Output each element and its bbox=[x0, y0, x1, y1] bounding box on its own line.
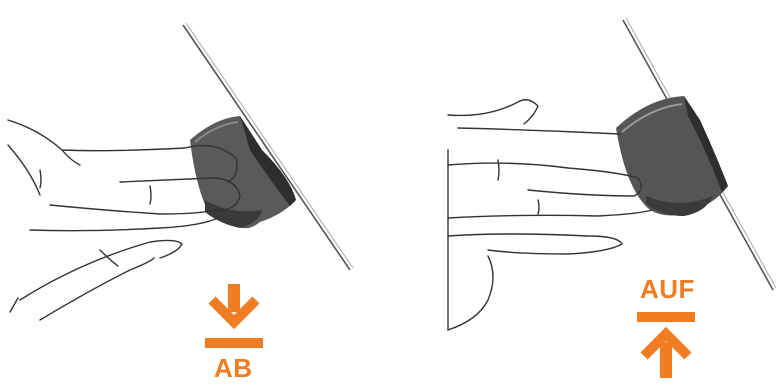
arrow-up-from-line-icon bbox=[637, 312, 695, 378]
press-down-panel: AB bbox=[0, 0, 388, 386]
arrow-down-to-line-icon bbox=[205, 284, 263, 348]
hand-pulling-up-illustration bbox=[388, 0, 776, 386]
pull-up-panel: AUF bbox=[388, 0, 776, 386]
up-label: AUF bbox=[640, 274, 695, 305]
control-button bbox=[616, 96, 728, 216]
down-label: AB bbox=[214, 353, 253, 384]
hand-pressing-down-illustration bbox=[0, 0, 388, 386]
